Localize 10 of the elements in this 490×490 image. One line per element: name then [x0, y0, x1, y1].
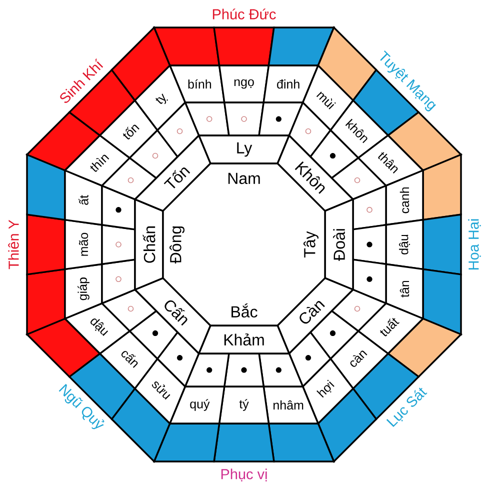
direction-label: Đông	[170, 226, 184, 264]
direction-label: Bắc	[232, 303, 258, 318]
direction-label: Nam	[228, 172, 260, 184]
sector-label: Phúc Đức	[212, 8, 276, 20]
sector-label: Họa Hại	[468, 219, 481, 270]
band-cell	[213, 26, 275, 66]
sector-label: Thiên Y	[8, 220, 19, 270]
sector-label: Phục vị	[221, 468, 267, 482]
direction-label: Tây	[304, 231, 318, 258]
sector-label: Lục Sát	[386, 388, 428, 428]
